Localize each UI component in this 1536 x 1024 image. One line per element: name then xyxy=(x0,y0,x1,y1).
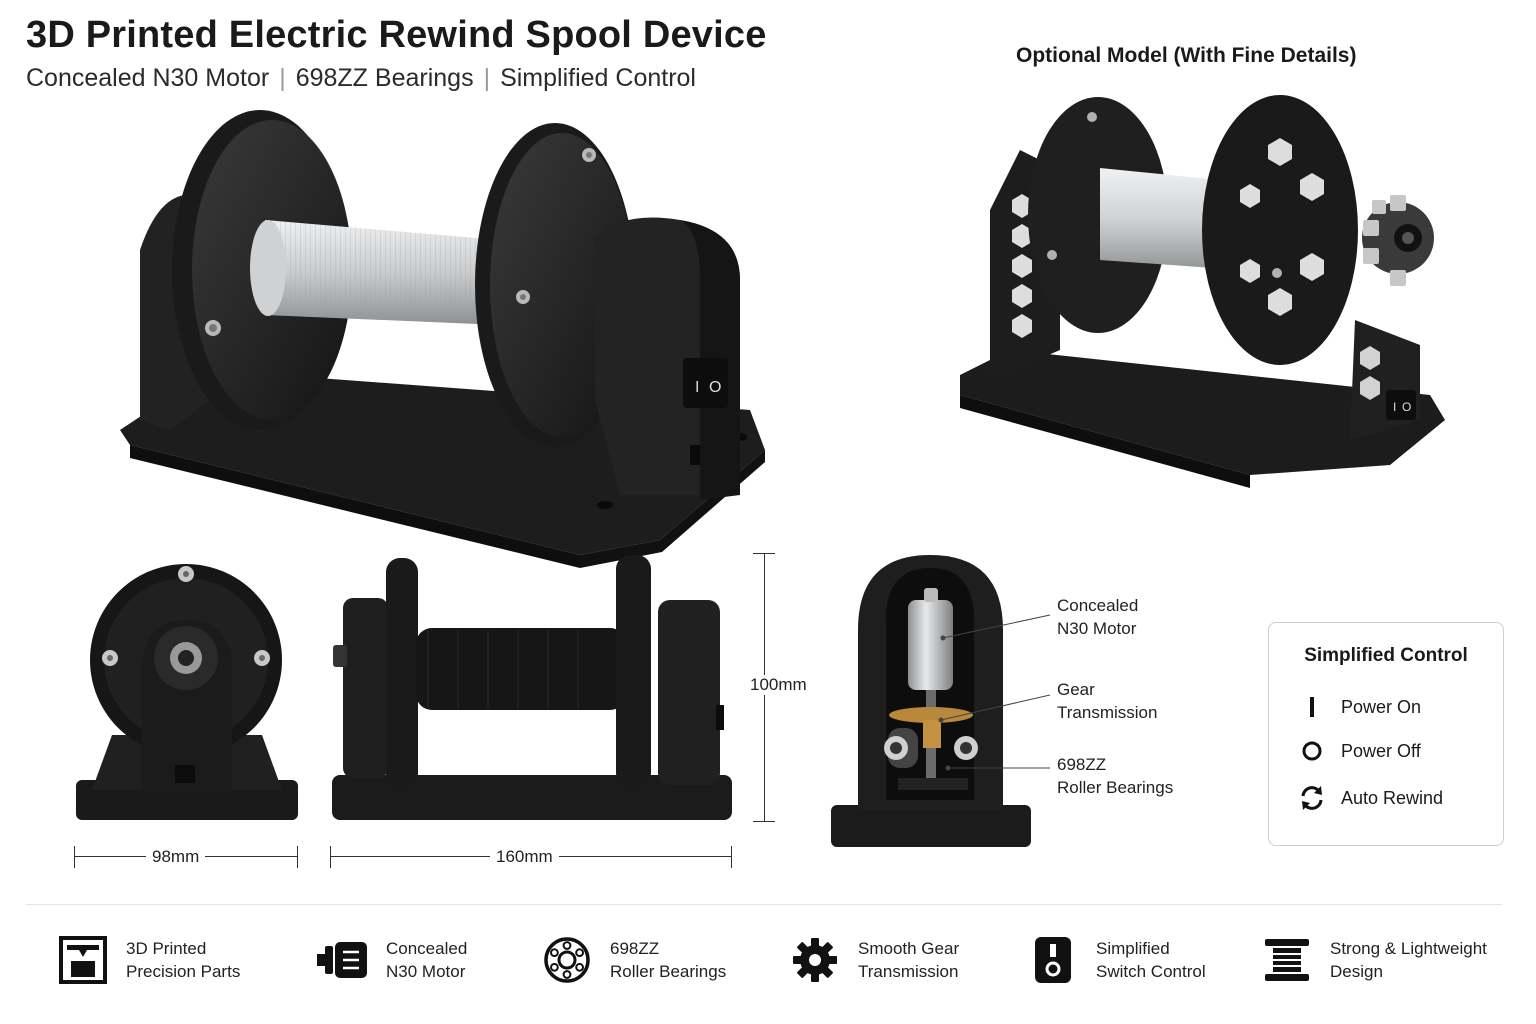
feature-label-line1: Strong & Lightweight xyxy=(1330,939,1487,958)
switch-off-symbol: O xyxy=(709,379,721,396)
width-tick-right xyxy=(297,846,298,868)
feature-label-line1: Concealed xyxy=(386,939,468,958)
subtitle-separator: | xyxy=(279,64,286,92)
height-tick-top xyxy=(753,553,775,554)
feature-label-line2: Roller Bearings xyxy=(610,962,727,981)
feature-label-line1: 3D Printed xyxy=(126,939,207,958)
motor-illustration xyxy=(908,600,953,690)
switch-icon xyxy=(1024,932,1082,988)
callout-gear-line2: Transmission xyxy=(1057,703,1158,722)
callout-motor: Concealed N30 Motor xyxy=(1057,594,1138,640)
height-dimension-label: 100mm xyxy=(744,675,813,695)
power-on-icon xyxy=(1297,693,1327,721)
subtitle-separator: | xyxy=(483,64,491,92)
auto-rewind-icon xyxy=(1297,784,1327,812)
callout-bearings-line1: 698ZZ xyxy=(1057,755,1107,774)
feature-label-line1: 698ZZ xyxy=(610,939,660,958)
control-label-power-on: Power On xyxy=(1341,696,1422,717)
optional-model-image: I O xyxy=(960,95,1445,488)
page-title: 3D Printed Electric Rewind Spool Device xyxy=(26,14,767,56)
feature-label-line1: Smooth Gear xyxy=(858,939,960,958)
spool-icon xyxy=(1258,932,1316,988)
control-item-auto-rewind: Auto Rewind xyxy=(1297,784,1443,812)
control-panel: Simplified Control Power On Power Off Au… xyxy=(1268,622,1504,846)
bearing-icon xyxy=(538,932,596,988)
features-divider xyxy=(26,904,1502,905)
callout-gear: Gear Transmission xyxy=(1057,678,1157,724)
front-view-image xyxy=(76,564,298,820)
feature-label-line2: Transmission xyxy=(858,962,959,981)
subtitle-bearings: 698ZZ Bearings xyxy=(295,64,474,92)
gear-icon xyxy=(786,932,844,988)
side-view-image xyxy=(332,555,732,820)
width-tick-left xyxy=(74,846,75,868)
feature-label-line1: Simplified xyxy=(1096,939,1170,958)
optional-switch xyxy=(1386,390,1416,420)
width-dimension-label: 98mm xyxy=(146,847,206,867)
control-item-power-off: Power Off xyxy=(1297,737,1421,765)
motor-icon xyxy=(314,932,372,988)
3d-printer-icon xyxy=(54,932,112,988)
feature-label-line2: N30 Motor xyxy=(386,962,466,981)
callout-motor-line2: N30 Motor xyxy=(1057,619,1137,638)
feature-label-line2: Switch Control xyxy=(1096,962,1206,981)
control-label-auto-rewind: Auto Rewind xyxy=(1341,787,1444,808)
length-tick-left xyxy=(330,846,331,868)
optional-switch-on-symbol: I xyxy=(1393,400,1396,414)
power-off-icon xyxy=(1297,737,1327,765)
subtitle-control: Simplified Control xyxy=(500,64,696,92)
height-tick-bottom xyxy=(753,821,775,822)
optional-switch-off-symbol: O xyxy=(1402,400,1411,414)
main-switch xyxy=(683,358,728,408)
control-title: Simplified Control xyxy=(1304,645,1468,666)
feature-label-line2: Precision Parts xyxy=(126,962,241,981)
callout-bearings-line2: Roller Bearings xyxy=(1057,778,1174,797)
cutaway-view-image xyxy=(831,555,1051,847)
control-item-power-on: Power On xyxy=(1297,693,1421,721)
length-tick-right xyxy=(731,846,732,868)
main-product-image: I O xyxy=(120,110,765,568)
feature-label-line2: Design xyxy=(1330,962,1383,981)
callout-gear-line1: Gear xyxy=(1057,680,1095,699)
feature-bearings: 698ZZ Roller Bearings xyxy=(538,932,726,988)
page-subtitle: Concealed N30 Motor | 698ZZ Bearings | Simpl… xyxy=(26,64,696,93)
callout-bearings: 698ZZ Roller Bearings xyxy=(1057,753,1173,799)
control-label-power-off: Power Off xyxy=(1341,740,1421,761)
optional-model-title: Optional Model (With Fine Details) xyxy=(1016,44,1357,67)
switch-on-symbol: I xyxy=(695,379,699,396)
subtitle-motor: Concealed N30 Motor xyxy=(26,64,270,92)
callout-motor-line1: Concealed xyxy=(1057,596,1139,615)
length-dimension-label: 160mm xyxy=(490,847,559,867)
